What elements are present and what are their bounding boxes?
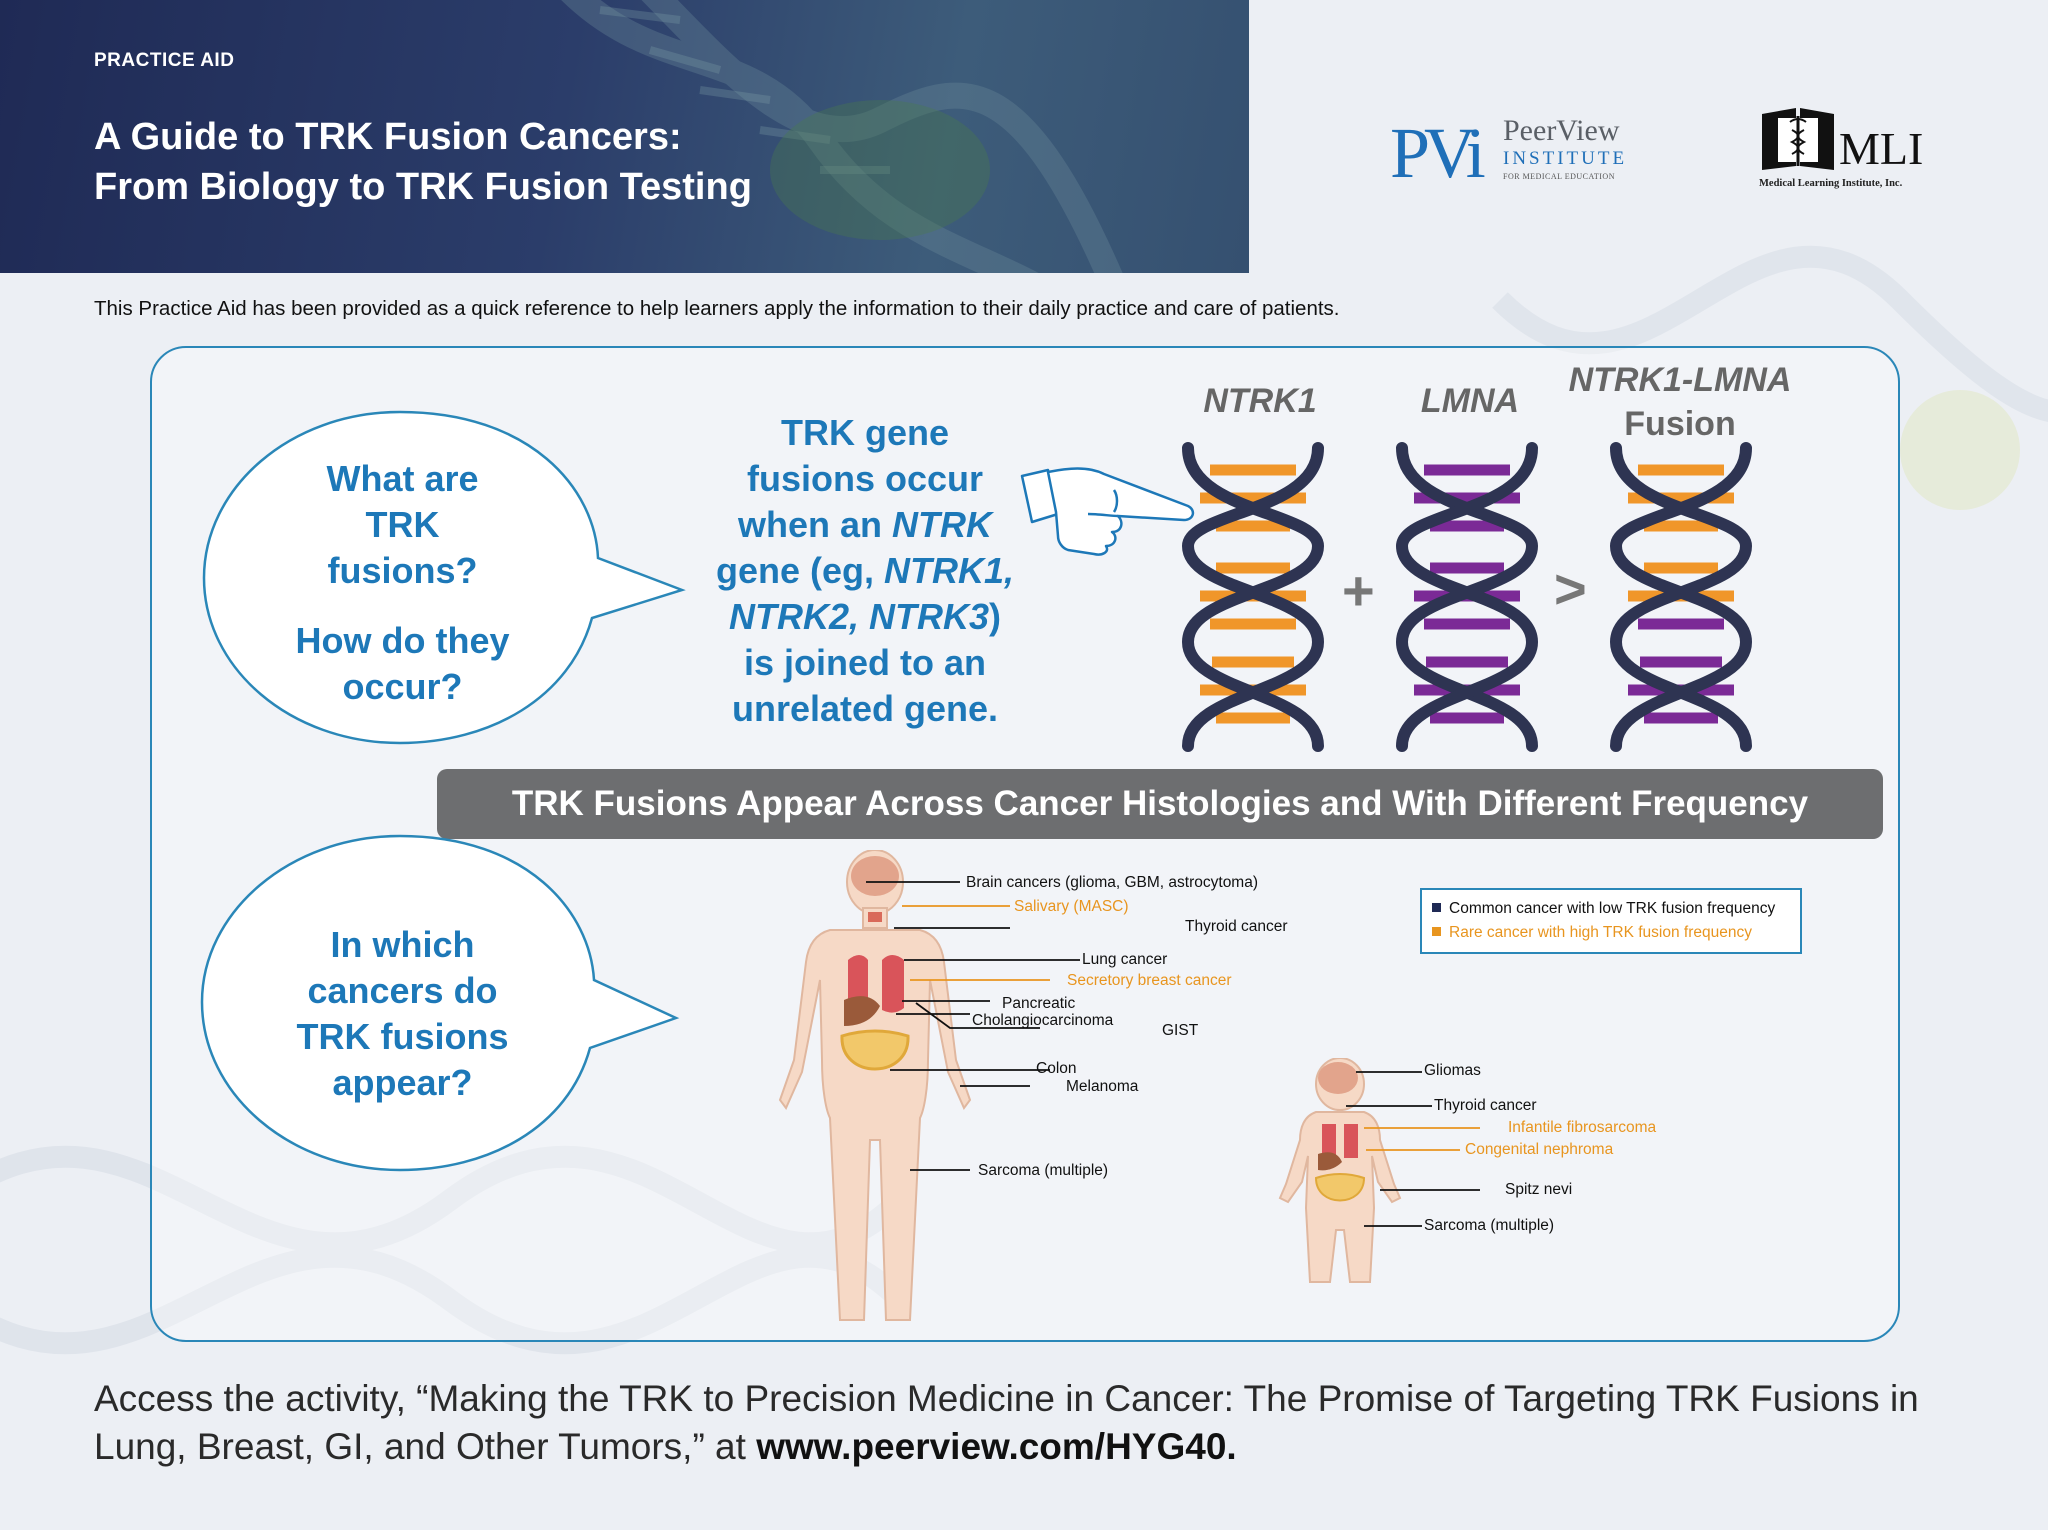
- legend-common-text: Common cancer with low TRK fusion freque…: [1449, 900, 1776, 917]
- bubble-2-line: cancers do: [307, 970, 498, 1011]
- adult-label-lung: Lung cancer: [1082, 951, 1168, 968]
- bubble-2-line: appear?: [332, 1062, 473, 1103]
- dna-helix-ntrk1: [1181, 442, 1325, 752]
- fusion-explanation: TRK gene fusions occur when an NTRK gene…: [690, 410, 1040, 732]
- adult-label-brain: Brain cancers (glioma, GBM, astrocytoma): [966, 874, 1259, 891]
- bubble-2-question: In which cancers do TRK fusions appear?: [230, 922, 575, 1106]
- header-dna-image: [561, 0, 1123, 273]
- explanation-text: gene (eg,: [715, 550, 884, 591]
- speech-bubble-2: [200, 834, 680, 1172]
- gene-label-ntrk1: NTRK1: [1203, 382, 1317, 420]
- fusion-gene-name: NTRK1-LMNA: [1568, 361, 1792, 399]
- title-line-1: A Guide to TRK Fusion Cancers:: [94, 116, 682, 158]
- explanation-gene: NTRK1,: [884, 550, 1015, 591]
- bubble-1-question-1: What are TRK fusions?: [230, 456, 575, 594]
- fusion-arrow: >: [1554, 557, 1587, 620]
- eyebrow-label: PRACTICE AID: [94, 50, 235, 71]
- plus-sign: +: [1342, 559, 1375, 622]
- child-body-illustration: [1278, 1058, 1402, 1283]
- bubble-1-line: How do they: [295, 620, 510, 661]
- bubble-1-line: TRK: [365, 504, 440, 545]
- explanation-line: when an NTRK: [690, 502, 1040, 548]
- mli-mark: MLI: [1839, 123, 1924, 174]
- child-label-thyroid: Thyroid cancer: [1434, 1097, 1537, 1114]
- explanation-gene: NTRK2, NTRK3: [728, 596, 989, 637]
- legend-rare-text: Rare cancer with high TRK fusion frequen…: [1449, 924, 1752, 941]
- page-title: A Guide to TRK Fusion Cancers: From Biol…: [94, 112, 1194, 212]
- adult-label-gist: GIST: [1162, 1022, 1199, 1039]
- explanation-line: TRK gene: [780, 412, 949, 453]
- mli-logo: MLI Medical Learning Institute, Inc.: [1755, 100, 1935, 195]
- footer-text: Access the activity, “Making the TRK to …: [94, 1378, 1919, 1467]
- pvi-institute: INSTITUTE: [1503, 148, 1628, 169]
- bubble-1-line: fusions?: [327, 550, 478, 591]
- frequency-legend: Common cancer with low TRK fusion freque…: [1420, 888, 1802, 954]
- adult-label-sarcoma: Sarcoma (multiple): [978, 1162, 1109, 1179]
- dna-helix-lmna: [1395, 442, 1539, 752]
- legend-rare: Rare cancer with high TRK fusion frequen…: [1432, 924, 1752, 942]
- mli-subtitle: Medical Learning Institute, Inc.: [1759, 178, 1903, 189]
- fusion-word: Fusion: [1624, 405, 1736, 443]
- child-label-gliomas: Gliomas: [1424, 1062, 1481, 1079]
- legend-common: Common cancer with low TRK fusion freque…: [1432, 900, 1775, 918]
- speech-bubble-1: [202, 410, 686, 745]
- adult-label-colon: Colon: [1036, 1060, 1077, 1077]
- explanation-line: NTRK2, NTRK3): [690, 594, 1040, 640]
- child-label-sarcoma: Sarcoma (multiple): [1424, 1217, 1555, 1234]
- activity-link[interactable]: www.peerview.com/HYG40.: [756, 1426, 1237, 1467]
- child-label-nephroma: Congenital nephroma: [1465, 1141, 1614, 1158]
- explanation-text: ): [989, 596, 1001, 637]
- adult-leader-lines: [866, 881, 1080, 1171]
- dna-helix-fusion: [1609, 442, 1753, 752]
- pvi-name: PeerView: [1503, 114, 1620, 147]
- legend-swatch-common: [1432, 903, 1441, 912]
- explanation-gene: NTRK: [892, 504, 992, 545]
- header-banner: PRACTICE AID A Guide to TRK Fusion Cance…: [0, 0, 1249, 273]
- book-caduceus-icon: [1762, 108, 1834, 170]
- child-label-spitz: Spitz nevi: [1505, 1181, 1573, 1198]
- footer-cta: Access the activity, “Making the TRK to …: [94, 1375, 1994, 1471]
- explanation-line: unrelated gene.: [731, 688, 999, 729]
- legend-swatch-rare: [1432, 927, 1441, 936]
- gene-label-fusion: NTRK1-LMNA Fusion: [1540, 358, 1820, 446]
- child-label-fibrosarcoma: Infantile fibrosarcoma: [1508, 1119, 1657, 1136]
- adult-label-breast: Secretory breast cancer: [1067, 972, 1232, 989]
- bubble-2-line: In which: [330, 924, 475, 965]
- section-banner: TRK Fusions Appear Across Cancer Histolo…: [437, 769, 1883, 839]
- explanation-line: gene (eg, NTRK1,: [690, 548, 1040, 594]
- adult-label-melanoma: Melanoma: [1066, 1078, 1139, 1095]
- explanation-line: fusions occur: [746, 458, 984, 499]
- explanation-line: is joined to an: [743, 642, 986, 683]
- gene-label-lmna: LMNA: [1420, 382, 1520, 420]
- explanation-text: when an: [737, 504, 893, 545]
- adult-label-thyroid: Thyroid cancer: [1185, 918, 1288, 935]
- bubble-2-line: TRK fusions: [296, 1016, 509, 1057]
- peerview-logo: PVi PeerView INSTITUTE FOR MEDICAL EDUCA…: [1390, 108, 1650, 203]
- intro-text: This Practice Aid has been provided as a…: [94, 297, 1340, 320]
- pvi-subtitle: FOR MEDICAL EDUCATION: [1503, 172, 1615, 181]
- bubble-1-question-2: How do they occur?: [230, 618, 575, 710]
- title-line-2: From Biology to TRK Fusion Testing: [94, 166, 752, 208]
- pointing-hand-icon: [1020, 467, 1195, 556]
- adult-label-salivary: Salivary (MASC): [1014, 898, 1129, 915]
- child-leader-lines: [1346, 1071, 1480, 1227]
- bubble-1-line: What are: [326, 458, 479, 499]
- bubble-1-line: occur?: [342, 666, 463, 707]
- adult-label-pancreatic: Pancreatic: [1002, 995, 1076, 1012]
- pvi-mark: PVi: [1390, 113, 1486, 193]
- adult-label-cholangio: Cholangiocarcinoma: [972, 1012, 1114, 1029]
